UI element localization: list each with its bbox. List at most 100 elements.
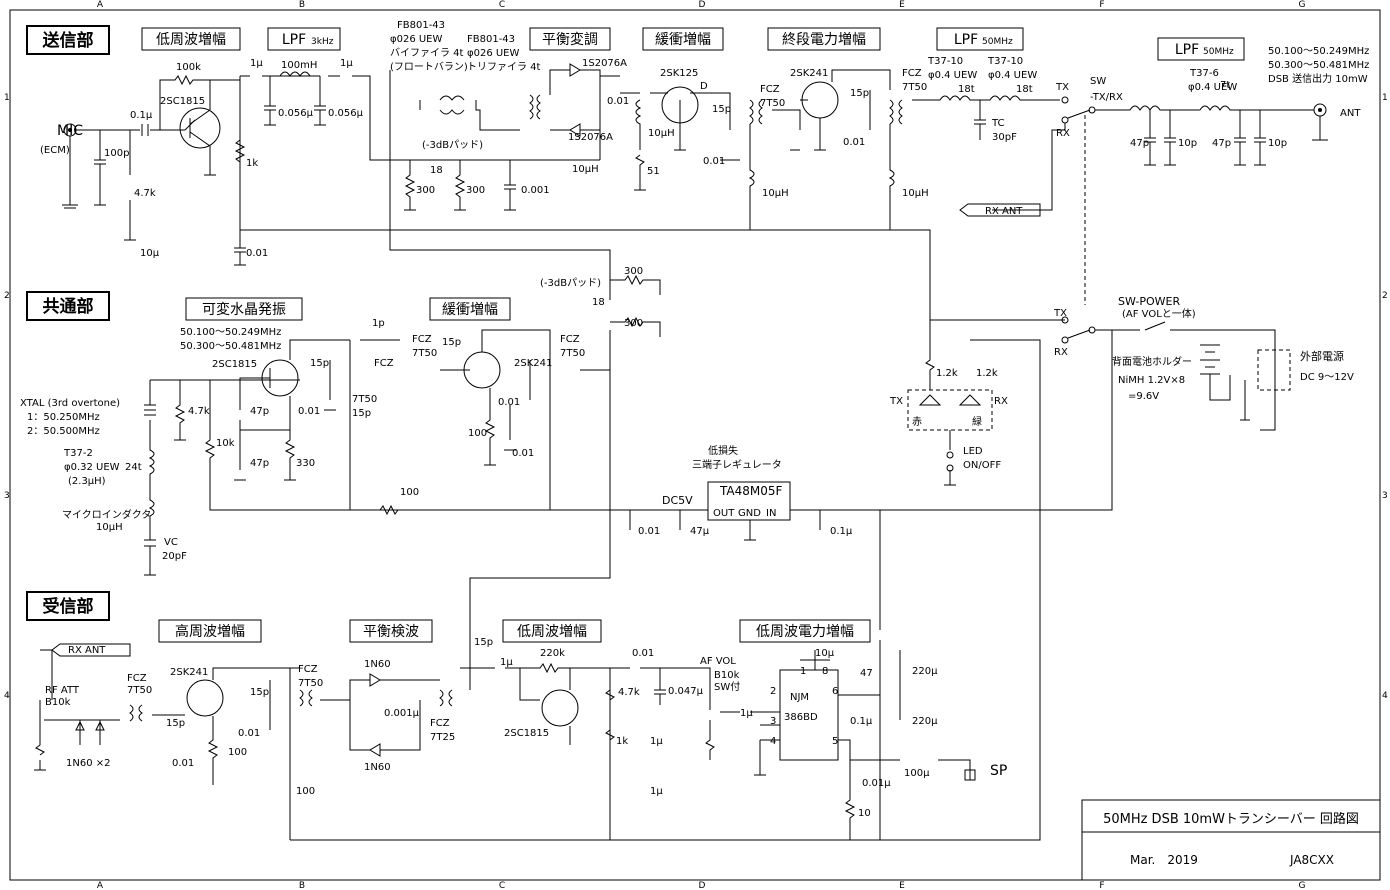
component-label: 1N60 ×2	[66, 758, 111, 769]
component-label: 7T25	[430, 732, 455, 743]
component-label: 2SK241	[514, 358, 552, 369]
block-buffer-tx: 緩衝増幅	[655, 32, 711, 48]
component-label: 0.001	[521, 185, 550, 196]
component-label: 10k	[216, 438, 235, 449]
component-label: SW	[1090, 76, 1106, 87]
component-label: 0.001μ	[384, 708, 420, 719]
component-label: 1N60	[364, 762, 391, 773]
grid-row-1-left: 1	[4, 93, 10, 103]
component-label: T37-6	[1189, 68, 1219, 79]
component-label: 赤	[912, 416, 922, 428]
block-buffer-common: 緩衝増幅	[442, 302, 498, 318]
grid-col-b-bottom: B	[299, 881, 305, 890]
grid-row-4-left: 4	[4, 691, 10, 701]
drawing-frame	[9, 9, 1381, 881]
component-label: FCZ	[412, 334, 432, 345]
component-label: 300	[624, 266, 643, 277]
component-label: RX ANT	[985, 206, 1023, 217]
grid-col-e-top: E	[899, 0, 905, 10]
component-label: 0.056μ	[278, 108, 314, 119]
component-label: 2：50.500MHz	[27, 426, 100, 437]
component-label: B10k	[45, 697, 71, 708]
component-label: 47p	[250, 406, 269, 417]
component-label: 300	[624, 318, 643, 329]
grid-col-c-bottom: C	[499, 881, 505, 890]
component-label: D	[700, 81, 708, 92]
block-rf-amp: 高周波増幅	[175, 623, 245, 640]
component-label: =9.6V	[1128, 391, 1159, 402]
component-label: 0.01	[843, 137, 865, 148]
component-label: 4.7k	[618, 687, 640, 698]
component-label: 18t	[1016, 84, 1033, 95]
block-af-amp-tx: 低周波増幅	[156, 32, 226, 48]
component-label: FCZ	[298, 664, 318, 675]
drawing-date: Mar. 2019	[1130, 853, 1198, 867]
component-label: (AF VOLと一体)	[1122, 308, 1196, 320]
block-lpf-50m-1-sub: 50MHz	[982, 37, 1013, 47]
component-label: ON/OFF	[963, 460, 1001, 471]
component-label: 15p	[166, 718, 185, 729]
component-label: FCZ	[902, 68, 922, 79]
component-label: FB801-43	[397, 20, 445, 31]
component-label: 100	[296, 786, 315, 797]
component-label: 7T50	[127, 685, 152, 696]
component-label: 0.01	[298, 406, 320, 417]
component-label: FCZ	[430, 718, 450, 729]
component-label: 18t	[958, 84, 975, 95]
component-label: 1μ	[340, 58, 353, 69]
grid-col-d-bottom: D	[699, 881, 706, 890]
component-label: 220μ	[912, 716, 938, 727]
component-label: FCZ	[560, 334, 580, 345]
component-label: 0.1μ	[830, 526, 853, 537]
component-label: SW付	[714, 680, 740, 693]
component-label: 7T50	[560, 348, 585, 359]
component-label: 0.01	[632, 648, 654, 659]
component-label: バイファイラ 4t	[390, 47, 464, 59]
component-label: TX	[1055, 82, 1069, 93]
component-label: 低損失	[708, 444, 738, 457]
component-label: 5	[832, 736, 838, 747]
block-af-pa: 低周波電力増幅	[756, 624, 854, 640]
component-label: 15p	[250, 687, 269, 698]
component-label: RX	[1056, 128, 1070, 139]
component-label: 15p	[712, 104, 731, 115]
rx-ant-arrows	[51, 203, 1041, 657]
component-label: 7T50	[352, 394, 377, 405]
component-label: 2SK241	[790, 68, 828, 79]
component-label: マイクロインダクタ	[62, 508, 151, 521]
section-headers: 送信部 共通部 受信部	[26, 25, 110, 621]
component-label: 100	[228, 747, 247, 758]
component-label: DC5V	[662, 494, 693, 507]
component-label: FB801-43	[467, 34, 515, 45]
grid-row-3-left: 3	[4, 491, 10, 501]
component-label: 1S2076A	[582, 58, 627, 69]
component-label: 10μH	[572, 164, 599, 175]
component-label: 0.01	[498, 397, 520, 408]
section-common: 共通部	[43, 296, 94, 317]
component-label: RF ATT	[45, 685, 80, 696]
component-label: -TX/RX	[1090, 92, 1123, 103]
component-label: 8	[822, 666, 828, 677]
component-label: 1p	[372, 318, 385, 329]
component-label: 4.7k	[188, 406, 210, 417]
component-label: 0.047μ	[668, 686, 704, 697]
component-label: 0.1μ	[850, 716, 873, 727]
block-lpf-50m-1: LPF	[954, 32, 978, 48]
component-label: 300	[466, 185, 485, 196]
component-label: 1.2k	[936, 368, 958, 379]
component-labels: MIC(ECM)0.1μ100p4.7k10μ100k2SC18151k0.01…	[20, 20, 1369, 819]
component-label: 20pF	[162, 551, 187, 562]
component-label: 2	[770, 686, 776, 697]
grid-col-f-top: F	[1099, 0, 1104, 10]
component-label: (-3dBパッド)	[540, 277, 601, 289]
block-lpf-3k-sub: 3kHz	[311, 37, 334, 47]
grid-col-e-bottom: E	[899, 881, 905, 890]
component-label: 6	[832, 686, 838, 697]
grid-row-4-right: 4	[1382, 691, 1388, 701]
component-label: 15p	[850, 88, 869, 99]
component-label: 0.01	[512, 448, 534, 459]
component-label: 50.100～50.249MHz	[180, 327, 281, 338]
component-label: XTAL (3rd overtone)	[20, 398, 120, 409]
component-label: 2SK125	[660, 68, 698, 79]
